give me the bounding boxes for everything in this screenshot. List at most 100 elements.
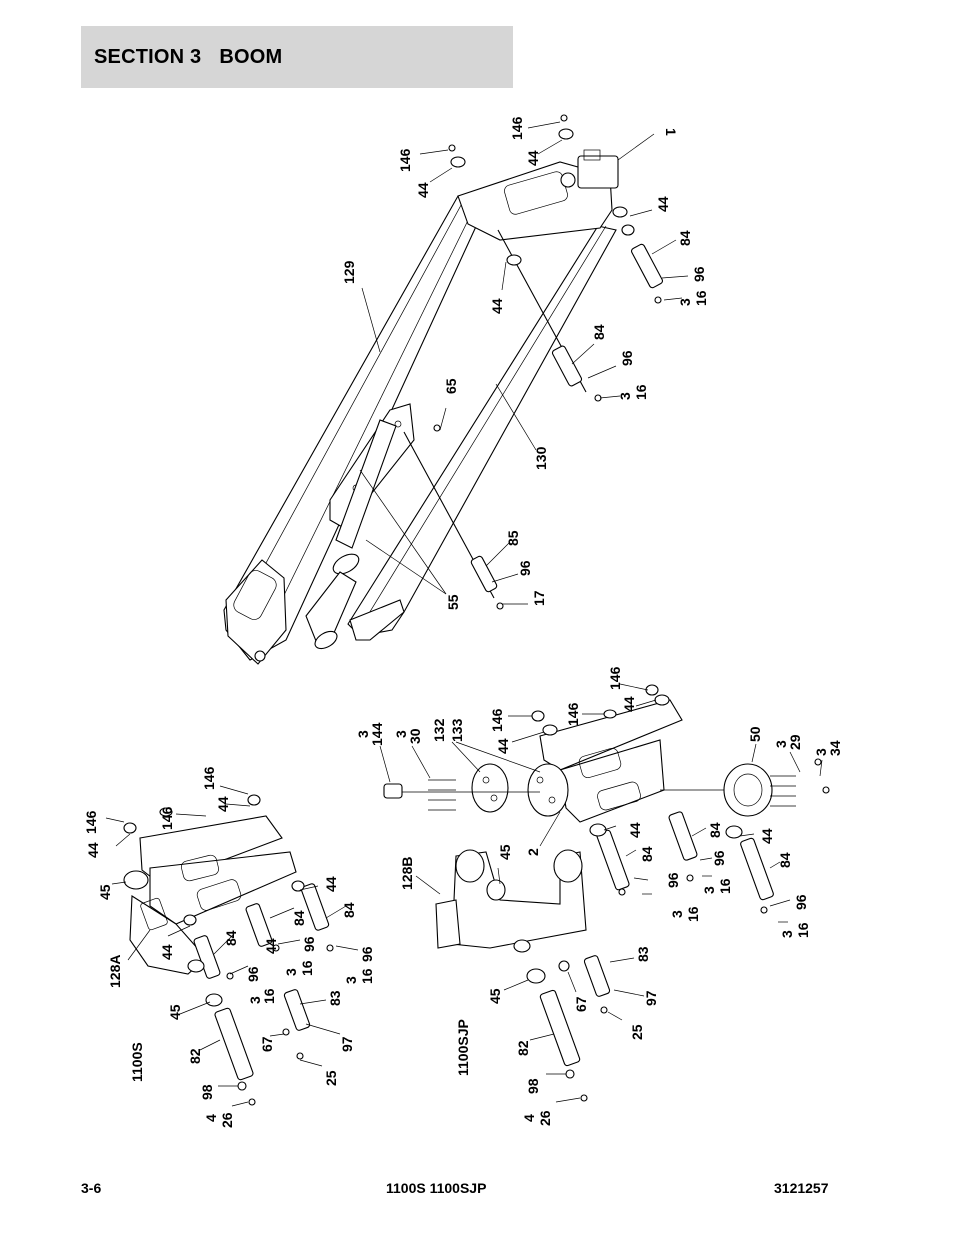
pin-84 bbox=[668, 811, 698, 861]
callout-label: 3 bbox=[393, 730, 409, 738]
callout-label: 16 bbox=[633, 384, 649, 400]
bushing bbox=[450, 156, 466, 168]
pin-84 bbox=[193, 935, 221, 979]
pin-84 bbox=[596, 829, 630, 891]
callout-label: 44 bbox=[415, 182, 431, 198]
callout-label: 83 bbox=[635, 946, 651, 962]
callout-label: 146 bbox=[201, 766, 217, 790]
callout-label: 96 bbox=[691, 266, 707, 282]
callout-label: 146 bbox=[509, 116, 525, 140]
callout-label: 45 bbox=[497, 844, 513, 860]
callout-label: 96 bbox=[245, 966, 261, 982]
callout-label: 29 bbox=[787, 734, 803, 750]
callout-label: 96 bbox=[517, 560, 533, 576]
callout-label: 146 bbox=[607, 666, 623, 690]
callout-label: 146 bbox=[565, 702, 581, 726]
callout-label: 67 bbox=[573, 996, 589, 1012]
callout-label: 44 bbox=[621, 696, 637, 712]
bolt-bundle bbox=[402, 779, 540, 811]
callout-label: 129 bbox=[341, 260, 357, 284]
callout-label: 3 bbox=[355, 730, 371, 738]
callout-label: 96 bbox=[619, 350, 635, 366]
callout-label: 44 bbox=[85, 842, 101, 858]
callout-label: 97 bbox=[643, 990, 659, 1006]
callout-label: 1 bbox=[663, 128, 679, 136]
callout-label: 16 bbox=[261, 988, 277, 1004]
bushing bbox=[123, 870, 149, 890]
callout-label: 84 bbox=[777, 852, 793, 868]
platform-side-plate bbox=[149, 851, 297, 925]
1100sjp-leader-lines bbox=[379, 683, 823, 1103]
callout-label: 130 bbox=[533, 446, 549, 470]
callout-label: 84 bbox=[591, 324, 607, 340]
callout-label: 30 bbox=[407, 728, 423, 744]
callout-label: 146 bbox=[159, 806, 175, 830]
callout-label: 25 bbox=[323, 1070, 339, 1086]
callout-label: 3 bbox=[677, 298, 693, 306]
callout-label: 50 bbox=[747, 726, 763, 742]
callout-label: 98 bbox=[199, 1084, 215, 1100]
callout-label: 44 bbox=[495, 738, 511, 754]
pin-84 bbox=[740, 837, 774, 901]
callout-label: 44 bbox=[159, 944, 175, 960]
callout-label: 3 bbox=[343, 976, 359, 984]
callout-label: 16 bbox=[299, 960, 315, 976]
callout-label: 3 bbox=[247, 996, 263, 1004]
boom-pin-84 bbox=[551, 345, 583, 387]
callout-label: 44 bbox=[627, 822, 643, 838]
section-name: BOOM bbox=[219, 45, 283, 68]
callout-label: 65 bbox=[443, 378, 459, 394]
pin-83 bbox=[583, 955, 611, 997]
platform-bracket bbox=[129, 895, 207, 975]
bushing bbox=[621, 224, 635, 236]
callout-label: 44 bbox=[323, 876, 339, 892]
callout-label: 98 bbox=[525, 1078, 541, 1094]
callout-label: 34 bbox=[827, 740, 843, 756]
callout-label: 16 bbox=[693, 290, 709, 306]
callout-label: 96 bbox=[665, 872, 681, 888]
callout-label: 96 bbox=[301, 936, 317, 952]
callout-label: 16 bbox=[717, 878, 733, 894]
rotator-top-plate bbox=[539, 699, 683, 771]
boom-leader-lines bbox=[359, 121, 689, 605]
boom-pin-85 bbox=[470, 555, 498, 593]
pin-82 bbox=[539, 989, 581, 1067]
pin-82 bbox=[214, 1007, 254, 1081]
callout-labels: 1 146 44 146 44 44 84 96 3 16 129 44 84 … bbox=[83, 116, 843, 1128]
callout-label: 84 bbox=[223, 930, 239, 946]
page-number: 3-6 bbox=[81, 1180, 102, 1196]
callout-label: 82 bbox=[187, 1048, 203, 1064]
callout-label: 84 bbox=[677, 230, 693, 246]
bushing bbox=[558, 128, 574, 140]
callout-label: 26 bbox=[219, 1112, 235, 1128]
callout-label: 82 bbox=[515, 1040, 531, 1056]
callout-label: 144 bbox=[369, 722, 385, 746]
callout-label: 45 bbox=[97, 884, 113, 900]
pin-84 bbox=[300, 883, 330, 931]
boom-actuator bbox=[577, 155, 619, 189]
motor-bolts bbox=[770, 775, 796, 807]
callout-label: 84 bbox=[639, 846, 655, 862]
pin-83 bbox=[283, 989, 311, 1031]
callout-label: 44 bbox=[525, 150, 541, 166]
boom-cylinder bbox=[335, 419, 397, 549]
rotator-hub bbox=[527, 763, 569, 817]
bushing bbox=[612, 206, 628, 218]
callout-label: 146 bbox=[83, 810, 99, 834]
callout-label: 3 bbox=[813, 748, 829, 756]
callout-label: 132 bbox=[431, 718, 447, 742]
callout-label: 83 bbox=[327, 990, 343, 1006]
callout-label: 44 bbox=[215, 796, 231, 812]
callout-label: 85 bbox=[505, 530, 521, 546]
boom-assembly-drawing bbox=[223, 114, 689, 665]
callout-label: 84 bbox=[291, 910, 307, 926]
callout-label: 3 bbox=[669, 910, 685, 918]
shim-plate bbox=[471, 763, 509, 813]
callout-label: 16 bbox=[359, 968, 375, 984]
pin-84 bbox=[245, 903, 273, 947]
callout-label: 3 bbox=[701, 886, 717, 894]
callout-label: 44 bbox=[759, 828, 775, 844]
callout-label: 44 bbox=[263, 938, 279, 954]
